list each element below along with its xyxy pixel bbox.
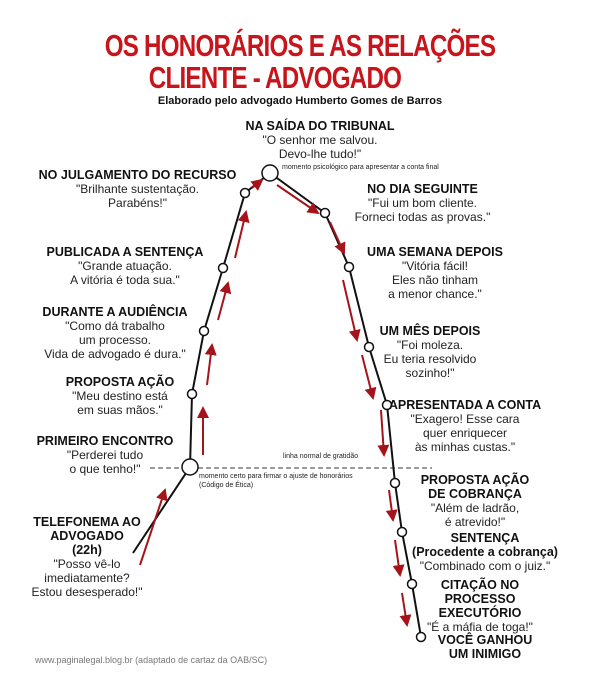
stage-label: PUBLICADA A SENTENÇA"Grande atuação. A v… <box>46 245 204 287</box>
stage-label: NO DIA SEGUINTE"Fui um bom cliente. Forn… <box>354 182 491 224</box>
direction-arrow <box>385 489 398 522</box>
stage-node <box>415 631 427 643</box>
gratitude-line-note: linha normal de gratidão <box>283 453 359 460</box>
stage-node <box>343 261 355 273</box>
stage-label: NO JULGAMENTO DO RECURSO"Brilhante suste… <box>38 168 237 210</box>
title-line-1: OS HONORÁRIOS E AS RELAÇÕES <box>104 28 496 63</box>
direction-arrow <box>392 539 405 577</box>
direction-arrow <box>250 178 264 191</box>
stage-label: PROPOSTA AÇÃO"Meu destino está em suas m… <box>65 375 175 417</box>
title-line-2: CLIENTE - ADVOGADO <box>148 60 402 95</box>
direction-arrow <box>217 281 232 321</box>
direction-arrow <box>361 354 377 400</box>
stage-label: VOCÊ GANHOU UM INIMIGO <box>437 633 533 661</box>
footer-credit: www.paginalegal.blog.br (adaptado de car… <box>35 655 268 665</box>
stage-node <box>239 187 251 199</box>
contract-moment-note: momento certo para firmar o ajuste de ho… <box>199 473 353 489</box>
stage-label: CITAÇÃO NO PROCESSO EXECUTÓRIO"É a máfia… <box>427 578 533 634</box>
stage-label: DURANTE A AUDIÊNCIA"Como dá trabalho um … <box>42 305 188 361</box>
stage-label: PROPOSTA AÇÃO DE COBRANÇA"Além de ladrão… <box>420 473 530 529</box>
stage-node <box>261 164 279 182</box>
stage-label: NA SAÍDA DO TRIBUNAL"O senhor me salvou.… <box>245 119 395 161</box>
stage-node <box>217 262 229 274</box>
subtitle: Elaborado pelo advogado Humberto Gomes d… <box>157 95 443 107</box>
direction-arrow <box>139 488 168 566</box>
stage-node <box>406 578 418 590</box>
stage-label: UM MÊS DEPOIS"Foi moleza. Eu teria resol… <box>379 324 481 380</box>
direction-arrow <box>276 184 320 215</box>
stage-label: TELEFONEMA AO ADVOGADO (22h)"Posso vê-lo… <box>31 515 143 599</box>
direction-arrow <box>329 221 346 255</box>
stage-node <box>319 207 331 219</box>
direction-arrow <box>204 343 217 386</box>
stage-label: PRIMEIRO ENCONTRO"Perderei tudo o que te… <box>36 434 174 476</box>
direction-arrow <box>377 409 390 457</box>
stage-label: APRESENTADA A CONTA"Exagero! Esse cara q… <box>388 398 542 454</box>
stage-node <box>198 325 210 337</box>
stage-node <box>396 526 408 538</box>
stage-node <box>181 458 199 476</box>
stage-label: UMA SEMANA DEPOIS"Vitória fácil! Eles nã… <box>367 245 503 301</box>
stage-node <box>363 341 375 353</box>
stage-node <box>389 477 401 489</box>
direction-arrow <box>342 279 361 342</box>
peak-note: momento psicológico para apresentar a co… <box>282 164 439 171</box>
direction-arrow <box>399 592 412 627</box>
stage-node <box>381 399 393 411</box>
stage-node <box>186 388 198 400</box>
direction-arrow <box>234 210 250 259</box>
stage-label: SENTENÇA (Procedente a cobrança)"Combina… <box>412 531 558 573</box>
